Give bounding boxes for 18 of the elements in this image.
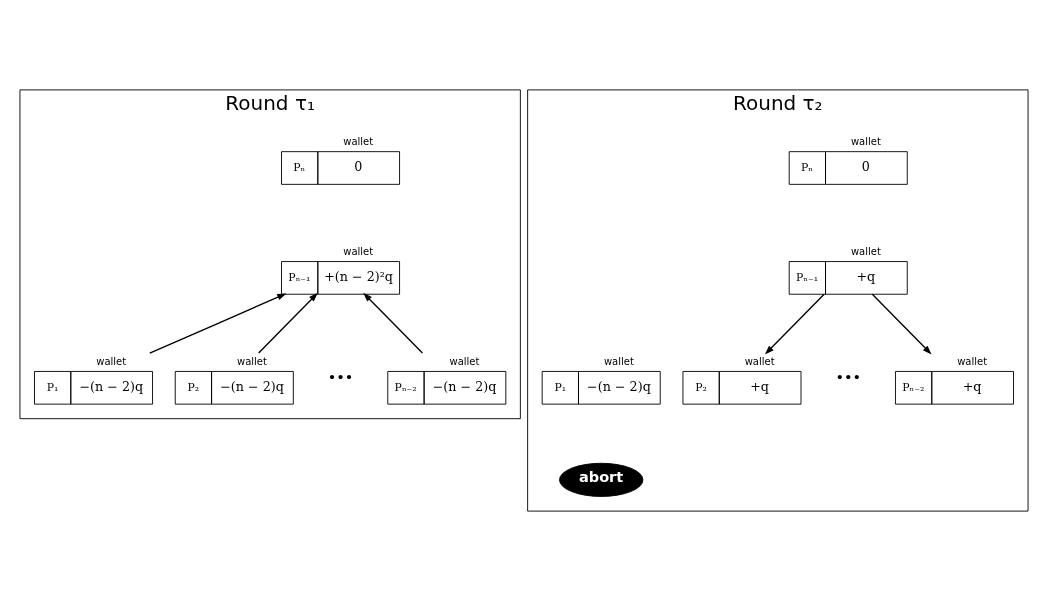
label: •••	[327, 369, 354, 386]
arrow	[149, 293, 287, 354]
node-label: wallet	[850, 246, 881, 258]
node-label: wallet	[603, 355, 634, 367]
node-ellipse: abort	[559, 462, 644, 497]
arrow	[363, 292, 424, 354]
node-label: wallet	[343, 136, 374, 148]
arrow	[258, 292, 318, 354]
node-label: wallet	[744, 355, 775, 367]
node-label: wallet	[237, 355, 267, 367]
arrow	[764, 293, 825, 355]
node-label: wallet	[96, 355, 127, 367]
label: •••	[835, 369, 862, 386]
node-label: wallet	[957, 355, 988, 367]
node-label: wallet	[449, 355, 480, 367]
node-label: wallet	[343, 246, 374, 258]
node-label: wallet	[850, 136, 881, 148]
arrow	[871, 293, 932, 355]
